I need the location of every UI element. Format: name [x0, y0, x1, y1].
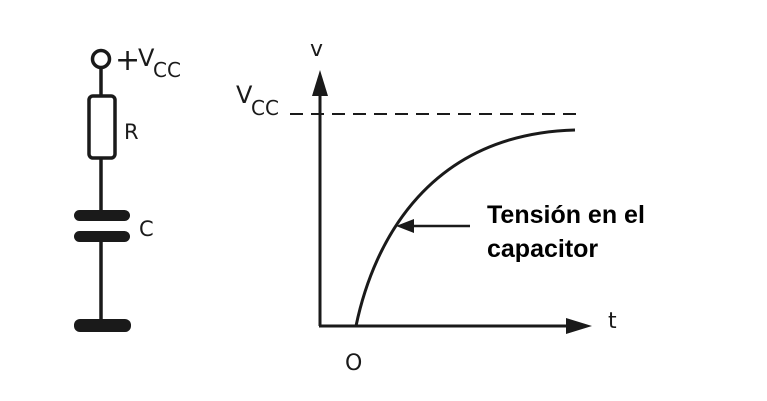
rc-circuit	[74, 48, 131, 332]
capacitor-plate-top	[74, 210, 130, 221]
curve-caption-line-1: Tensión en el	[487, 201, 645, 229]
capacitor-plate-bottom	[74, 231, 130, 242]
voltage-time-graph	[290, 70, 592, 334]
resistor	[87, 94, 117, 160]
caption-pointer-arrowhead	[396, 219, 414, 233]
x-axis-arrowhead	[566, 318, 592, 334]
y-axis-label: v	[310, 37, 323, 62]
y-axis-arrowhead	[312, 70, 328, 96]
capacitor-label: C	[139, 217, 154, 241]
asymptote-voltage-subscript: CC	[251, 96, 279, 120]
supply-voltage-symbol: V	[138, 44, 155, 72]
curve-caption-line-2: capacitor	[487, 235, 598, 263]
resistor-label: R	[124, 120, 139, 144]
supply-terminal	[90, 48, 112, 70]
x-axis-label: t	[608, 309, 617, 334]
charging-curve	[354, 128, 576, 327]
supply-voltage-subscript: CC	[153, 58, 181, 82]
supply-plus-sign: +	[115, 43, 140, 78]
ground-bar	[74, 319, 131, 332]
origin-label: O	[345, 351, 362, 376]
asymptote-voltage-symbol: V	[236, 81, 253, 109]
